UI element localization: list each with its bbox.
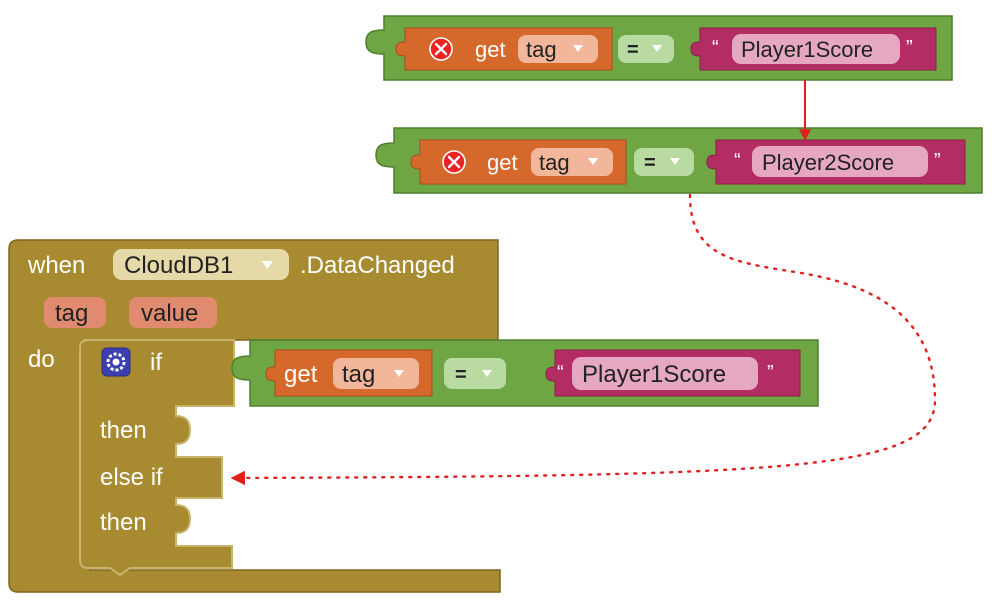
param-tag-label: tag [55,300,88,327]
operator-label: = [627,39,639,61]
operator-dropdown-2[interactable]: = [634,148,694,176]
do-label: do [28,346,55,373]
get-label: get [487,150,518,175]
text-block-2[interactable]: “ Player2Score ” [706,139,966,185]
chevron-down-icon [482,370,492,377]
var-dropdown-2[interactable]: tag [531,148,613,176]
component-dropdown[interactable]: CloudDB1 [113,249,289,280]
open-quote: “ [557,362,564,384]
operator-label: = [455,364,467,386]
operator-dropdown-1[interactable]: = [618,35,674,63]
component-label: CloudDB1 [124,252,233,279]
then-label: then [100,417,147,444]
close-quote: ” [767,362,774,384]
condition-var-dropdown[interactable]: tag [333,358,419,389]
chevron-down-icon [262,261,273,269]
open-quote: “ [734,150,741,172]
text-value[interactable]: Player2Score [762,150,894,175]
error-x-icon [442,150,466,174]
get-tag-block-2[interactable]: get tag [410,139,627,185]
param-value-label: value [141,300,198,327]
error-x-icon [429,37,453,61]
text-value[interactable]: Player1Score [741,37,873,62]
param-tag[interactable]: tag [44,297,106,328]
get-label: get [475,37,506,62]
close-quote: ” [906,37,913,59]
event-name-label: .DataChanged [300,252,455,279]
if-label: if [150,349,162,376]
var-dropdown-label: tag [342,361,375,388]
close-quote: ” [934,150,941,172]
if-block[interactable]: if then else if then [79,339,235,577]
when-label: when [27,252,85,279]
var-dropdown-1[interactable]: tag [518,35,598,63]
text-block-1[interactable]: “ Player1Score ” [690,27,937,71]
condition-text-block[interactable]: “ Player1Score ” [545,349,801,397]
condition-get-tag-block[interactable]: get tag [265,349,433,397]
else-if-label: else if [100,464,163,491]
chevron-down-icon [670,158,680,165]
compare-block-2[interactable]: get tag = “ Player2Score ” [375,127,983,194]
chevron-down-icon [652,45,662,52]
operator-label: = [644,152,656,174]
chevron-down-icon [573,45,583,52]
open-quote: “ [712,37,719,59]
chevron-down-icon [394,370,404,377]
compare-block-1[interactable]: get tag = “ Player1Score ” [365,15,953,81]
condition-compare-block[interactable]: get tag = “ Player1Score ” [231,339,819,407]
event-block[interactable]: when CloudDB1 .DataChanged tag value do … [8,239,819,593]
then-label-2: then [100,509,147,536]
dotted-arrow [230,193,937,486]
gear-icon[interactable] [101,347,131,377]
param-value[interactable]: value [129,297,217,328]
get-label: get [284,361,318,388]
text-value[interactable]: Player1Score [582,361,726,388]
var-dropdown-label: tag [526,37,557,62]
var-dropdown-label: tag [539,150,570,175]
get-tag-block-1[interactable]: get tag [395,27,613,71]
condition-operator-dropdown[interactable]: = [444,358,506,389]
chevron-down-icon [588,158,598,165]
